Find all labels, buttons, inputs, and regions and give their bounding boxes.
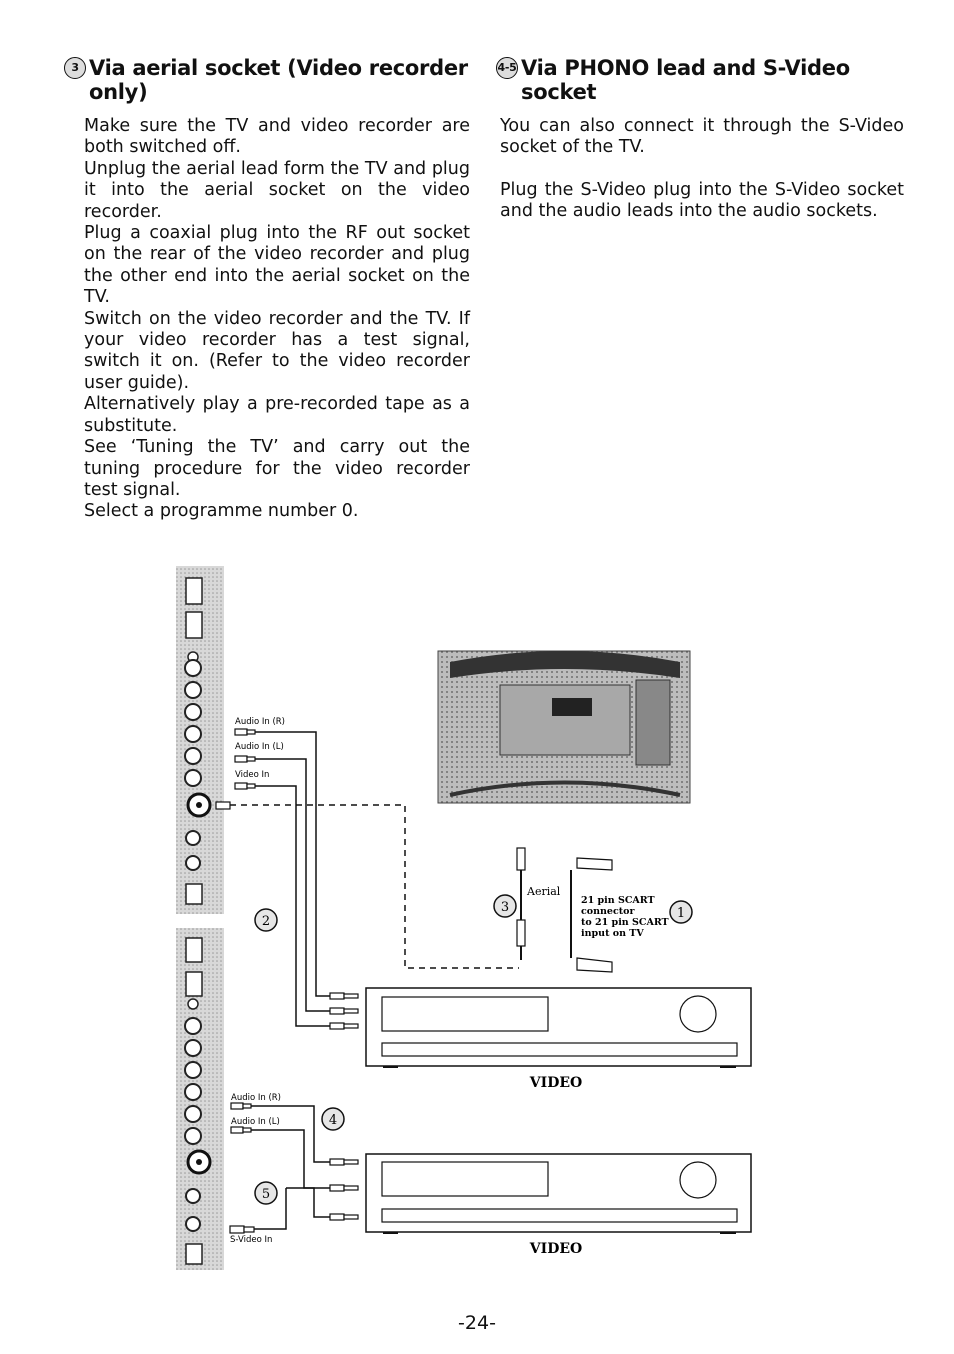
step-marker-5-text: 5 [262,1187,270,1202]
video-label-1: VIDEO [529,1075,582,1091]
step-marker-4: 4 [322,1108,344,1130]
aerial-label: Aerial [526,885,561,898]
scart-label-line: to 21 pin SCART [581,917,669,928]
video-side-plugs-bottom [330,1159,358,1220]
aerial-dashed-line [230,805,519,968]
step-marker-1-text: 1 [677,906,685,921]
tv-connector-panel-bottom [176,928,224,1270]
video-recorder-1 [366,988,751,1067]
step-marker-3: 3 [494,895,516,917]
video-side-plugs-top [330,993,358,1029]
scart-label-line: input on TV [581,928,644,939]
label-svideo-in: S-Video In [230,1235,272,1245]
video-label-2: VIDEO [529,1241,582,1257]
step-marker-3-text: 3 [501,900,509,915]
aerial-cable [517,848,525,960]
scart-label-line: 21 pin SCART [581,895,655,906]
step-marker-2-text: 2 [262,914,270,929]
video-recorder-2 [366,1154,751,1233]
label-audio-in-l-bottom: Audio In (L) [231,1117,280,1127]
step-marker-5: 5 [255,1182,277,1204]
scart-label: 21 pin SCART connector to 21 pin SCART i… [581,895,669,939]
label-audio-in-l: Audio In (L) [235,742,284,752]
label-audio-in-r-bottom: Audio In (R) [231,1093,281,1103]
tv-rear-view [438,651,690,803]
step-marker-2: 2 [255,909,277,931]
scart-label-line: connector [581,906,635,917]
label-audio-in-r: Audio In (R) [235,717,285,727]
tv-connector-panel-top [176,566,224,914]
label-video-in: Video In [235,770,269,780]
step-marker-1: 1 [670,901,692,923]
page-number: -24- [0,1312,954,1334]
step-marker-4-text: 4 [329,1113,337,1128]
